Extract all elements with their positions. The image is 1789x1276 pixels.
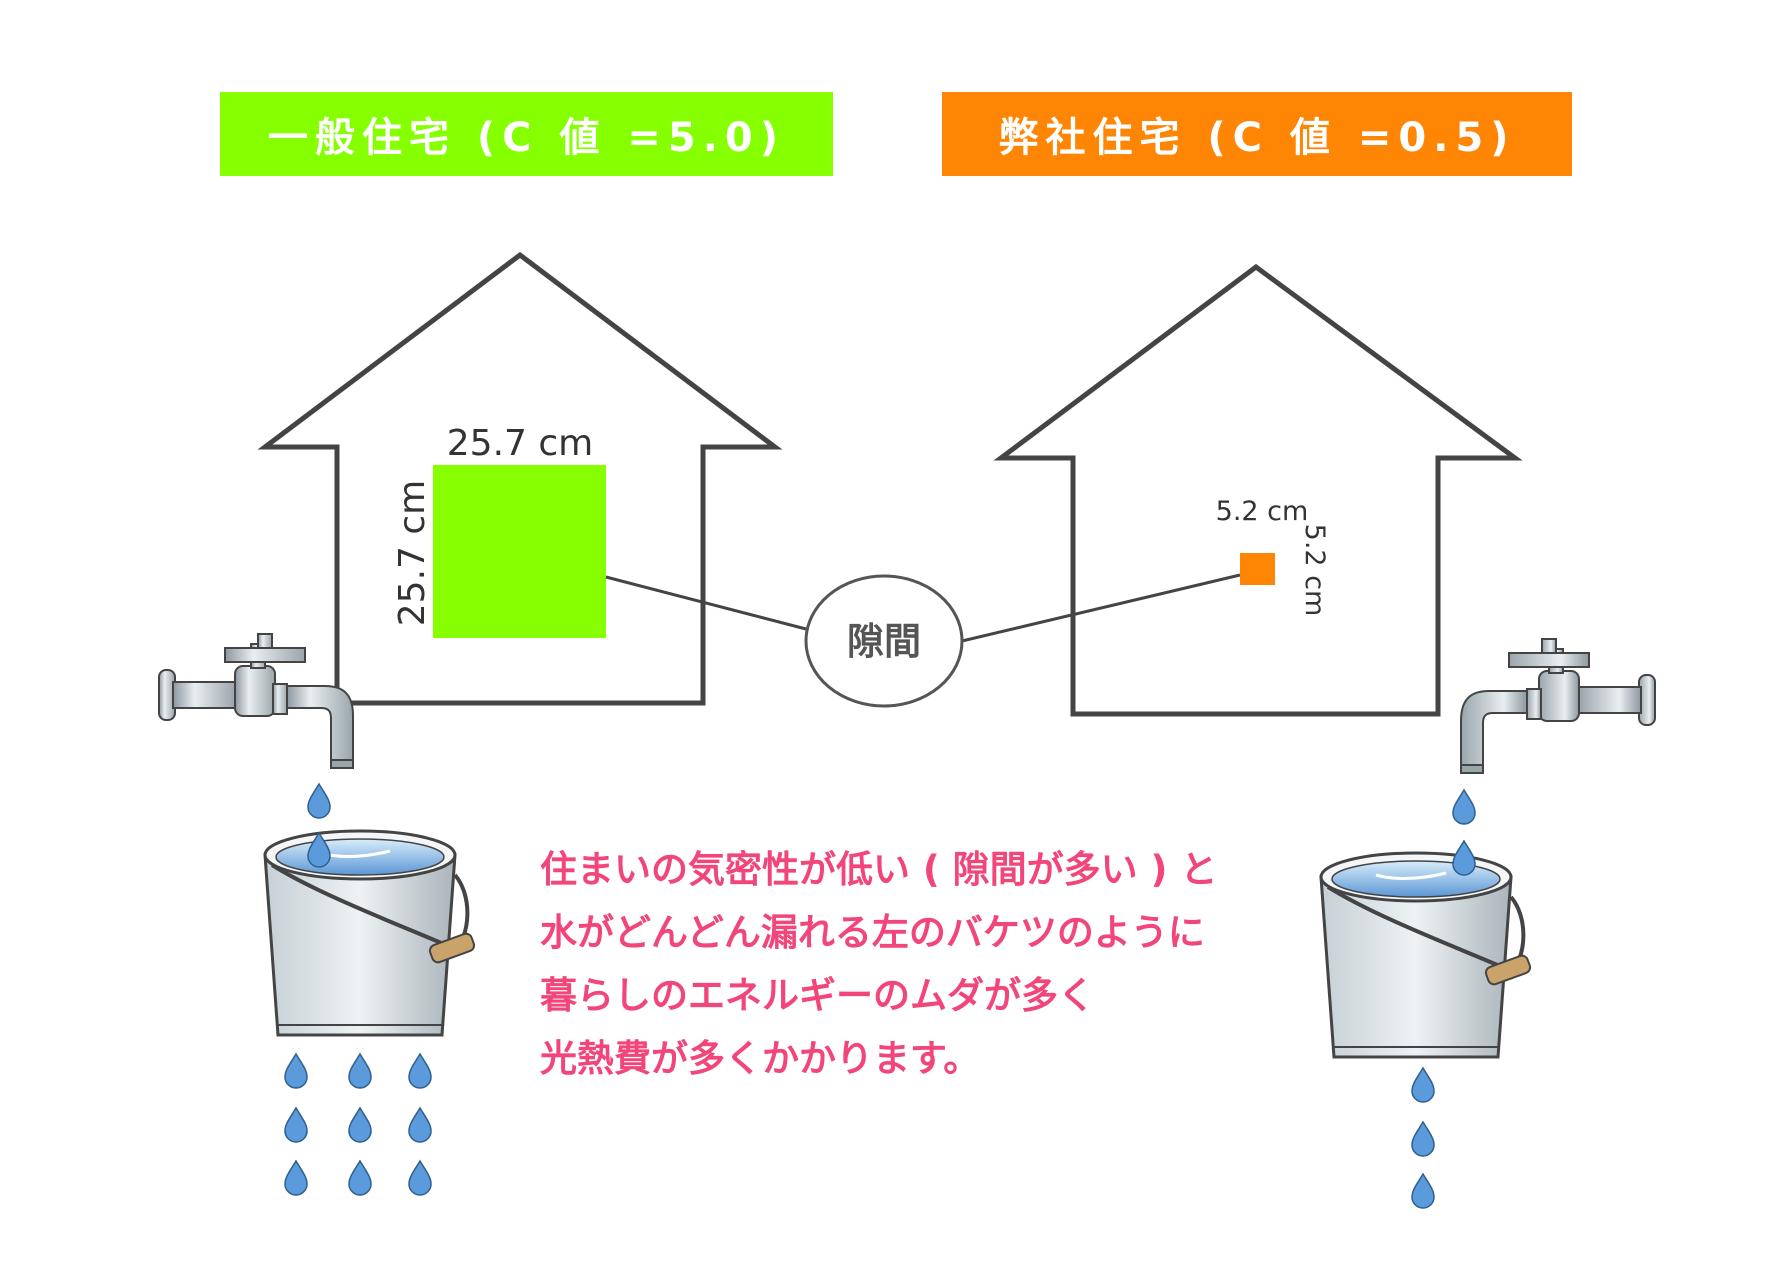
gap-right-height-label: 5.2 cm: [1299, 524, 1330, 617]
water-drop-icon: [408, 1160, 432, 1196]
bucket-icon-left: [263, 829, 478, 1037]
water-drop-icon: [348, 1107, 372, 1143]
gap-left-height-label: 25.7 cm: [392, 480, 433, 626]
water-drop-icon: [1452, 840, 1476, 876]
water-drop-icon: [307, 783, 331, 819]
water-drop-icon: [408, 1053, 432, 1089]
water-drop-icon: [348, 1053, 372, 1089]
gap-square-right: [1240, 553, 1275, 585]
water-drops-right-faucet: [1452, 789, 1476, 876]
caption-line: 住まいの気密性が低い ( 隙間が多い ) と: [540, 848, 1218, 891]
gap-square-left: [433, 465, 606, 638]
water-drop-icon: [1411, 1173, 1435, 1209]
water-drop-icon: [284, 1107, 308, 1143]
water-drops-left-faucet: [307, 783, 331, 868]
faucet-icon-right: [1460, 638, 1656, 774]
water-drop-icon: [408, 1107, 432, 1143]
gap-right-width-label: 5.2 cm: [1216, 496, 1309, 527]
caption-line: 暮らしのエネルギーのムダが多く: [540, 974, 1095, 1017]
gap-bubble-label: 隙間: [847, 620, 921, 663]
our-house-label: 弊社住宅 (C 値 =0.5): [942, 92, 1572, 176]
water-drop-icon: [284, 1160, 308, 1196]
faucet-icon-left: [158, 633, 354, 769]
gap-bubble: [804, 574, 964, 708]
water-drop-icon: [284, 1053, 308, 1089]
house-outline-right: [993, 263, 1523, 717]
connector-line-left: [605, 575, 807, 631]
general-house-label: 一般住宅 (C 値 =5.0): [220, 92, 833, 176]
water-drop-icon: [1452, 789, 1476, 825]
caption-line: 水がどんどん漏れる左のバケツのように: [540, 911, 1205, 954]
explanation-caption: 住まいの気密性が低い ( 隙間が多い ) と 水がどんどん漏れる左のバケツのよう…: [540, 838, 1440, 1090]
connector-line-right: [961, 573, 1241, 643]
water-drops-left-leak: [284, 1053, 432, 1196]
gap-left-width-label: 25.7 cm: [447, 423, 593, 464]
water-drop-icon: [348, 1160, 372, 1196]
water-drop-icon: [1411, 1121, 1435, 1157]
caption-line: 光熱費が多くかかります。: [540, 1037, 981, 1080]
